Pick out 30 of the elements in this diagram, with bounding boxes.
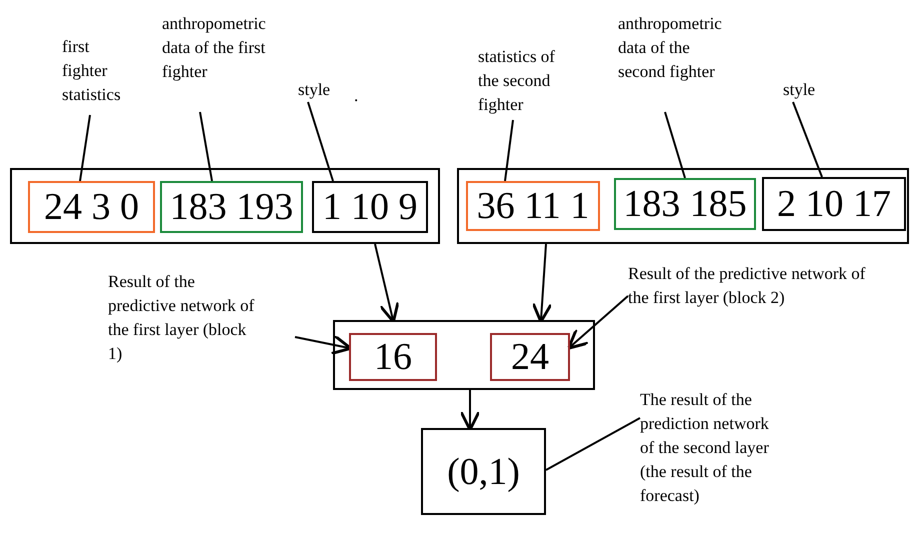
dot-mark: . [354, 85, 358, 107]
value-box: 36 11 1 [466, 181, 600, 231]
leader-line [664, 112, 686, 178]
leader-line [199, 112, 213, 182]
value-box: 24 3 0 [28, 181, 155, 233]
value-box: 183 193 [160, 181, 303, 233]
leader-line [79, 114, 91, 182]
leader-line [307, 102, 334, 182]
value-box: 16 [349, 333, 437, 381]
group-box [333, 320, 595, 390]
arrow [567, 295, 629, 350]
leader-line [792, 102, 823, 178]
value-box: 183 185 [614, 178, 756, 230]
annotation-text: anthropometric data of the first fighter [162, 12, 272, 84]
annotation-text: Result of the predictive network of the first layer (block 2) [628, 262, 868, 310]
annotation-text: Result of the predictive network of the first layer (block 1) [108, 270, 258, 366]
annotation-text: anthropometric data of the second fighter [618, 12, 733, 84]
value-box: (0,1) [421, 428, 546, 515]
annotation-text: first fighter statistics [62, 35, 130, 107]
value-box: 24 [490, 333, 570, 381]
annotation-text: statistics of the second fighter [478, 45, 578, 117]
annotation-text: style [783, 78, 828, 102]
value-box: 1 10 9 [312, 181, 428, 233]
annotation-text: style [298, 78, 343, 102]
annotation-text: The result of the prediction network of the second layer (the result of the forecast) [640, 388, 775, 508]
group-box [10, 168, 440, 244]
group-box [457, 168, 909, 244]
leader-line [546, 417, 640, 471]
leader-line [504, 120, 514, 182]
value-box: 2 10 17 [762, 177, 906, 231]
